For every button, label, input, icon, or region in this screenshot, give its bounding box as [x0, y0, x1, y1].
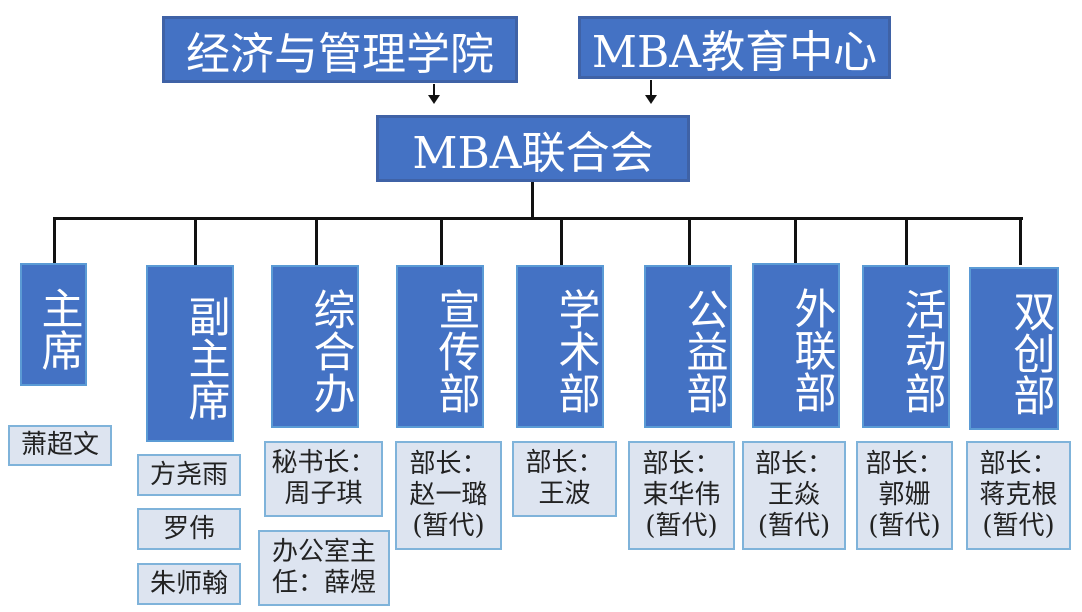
person-huodong: 部长： 郭姗 (暂代) [856, 441, 953, 550]
dept-xuanchuan: 宣传部 [396, 265, 484, 428]
dept-xueshu-title: 学术部 [552, 287, 601, 414]
school-label: 经济与管理学院 [186, 28, 494, 80]
drop-wailian [794, 217, 797, 265]
drop-huodong [905, 217, 908, 265]
drop-zhuxi [53, 217, 56, 263]
person-zonghe-2: 办公室主 任：薛煜 [258, 530, 390, 606]
drop-zonghe [315, 217, 318, 265]
union-label: MBA联合会 [412, 127, 654, 179]
dept-huodong-title: 活动部 [898, 287, 947, 414]
center-label: MBA教育中心 [591, 26, 878, 78]
dept-wailian-title: 外联部 [788, 286, 837, 413]
dept-zonghe: 综合办 [271, 265, 359, 428]
drop-xuanchuan [440, 217, 443, 265]
person-xuanchuan: 部长： 赵一璐 (暂代) [395, 441, 502, 550]
dept-fuzhuxi: 副主席 [146, 265, 234, 442]
dept-gongyi: 公益部 [644, 265, 732, 428]
person-xueshu: 部长： 王波 [512, 441, 617, 517]
dept-wailian: 外联部 [752, 263, 840, 428]
person-fuzhuxi-3: 朱师翰 [137, 563, 241, 605]
dept-zhuxi: 主席 [20, 263, 87, 386]
center-arrow [645, 95, 657, 104]
center-box: MBA教育中心 [578, 16, 891, 79]
person-shuangchuang: 部长： 蒋克根 (暂代) [966, 441, 1071, 550]
drop-fuzhuxi [194, 217, 197, 265]
center-connector [650, 80, 652, 96]
dept-fuzhuxi-title: 副主席 [182, 294, 231, 421]
dept-xueshu: 学术部 [516, 265, 604, 428]
person-fuzhuxi-2: 罗伟 [137, 508, 241, 550]
dept-shuangchuang: 双创部 [969, 267, 1059, 430]
school-arrow [428, 95, 440, 104]
person-zhuxi: 萧超文 [8, 425, 112, 466]
drop-xueshu [560, 217, 563, 265]
school-connector [433, 84, 435, 96]
dept-xuanchuan-title: 宣传部 [432, 287, 481, 414]
person-zonghe-1: 秘书长： 周子琪 [264, 441, 383, 517]
drop-gongyi [688, 217, 691, 265]
branch-bar [53, 217, 1023, 220]
person-gongyi: 部长： 束华伟 (暂代) [628, 441, 735, 550]
dept-huodong: 活动部 [862, 265, 950, 428]
dept-zonghe-title: 综合办 [307, 287, 356, 414]
union-box: MBA联合会 [376, 115, 690, 182]
school-box: 经济与管理学院 [162, 16, 518, 83]
person-fuzhuxi-1: 方尧雨 [137, 454, 241, 496]
person-wailian: 部长： 王焱 (暂代) [742, 441, 846, 550]
dept-gongyi-title: 公益部 [680, 287, 729, 414]
dept-shuangchuang-title: 双创部 [1007, 289, 1056, 416]
dept-zhuxi-title: 主席 [35, 286, 84, 371]
union-stem [531, 182, 534, 218]
drop-shuangchuang [1019, 217, 1022, 265]
